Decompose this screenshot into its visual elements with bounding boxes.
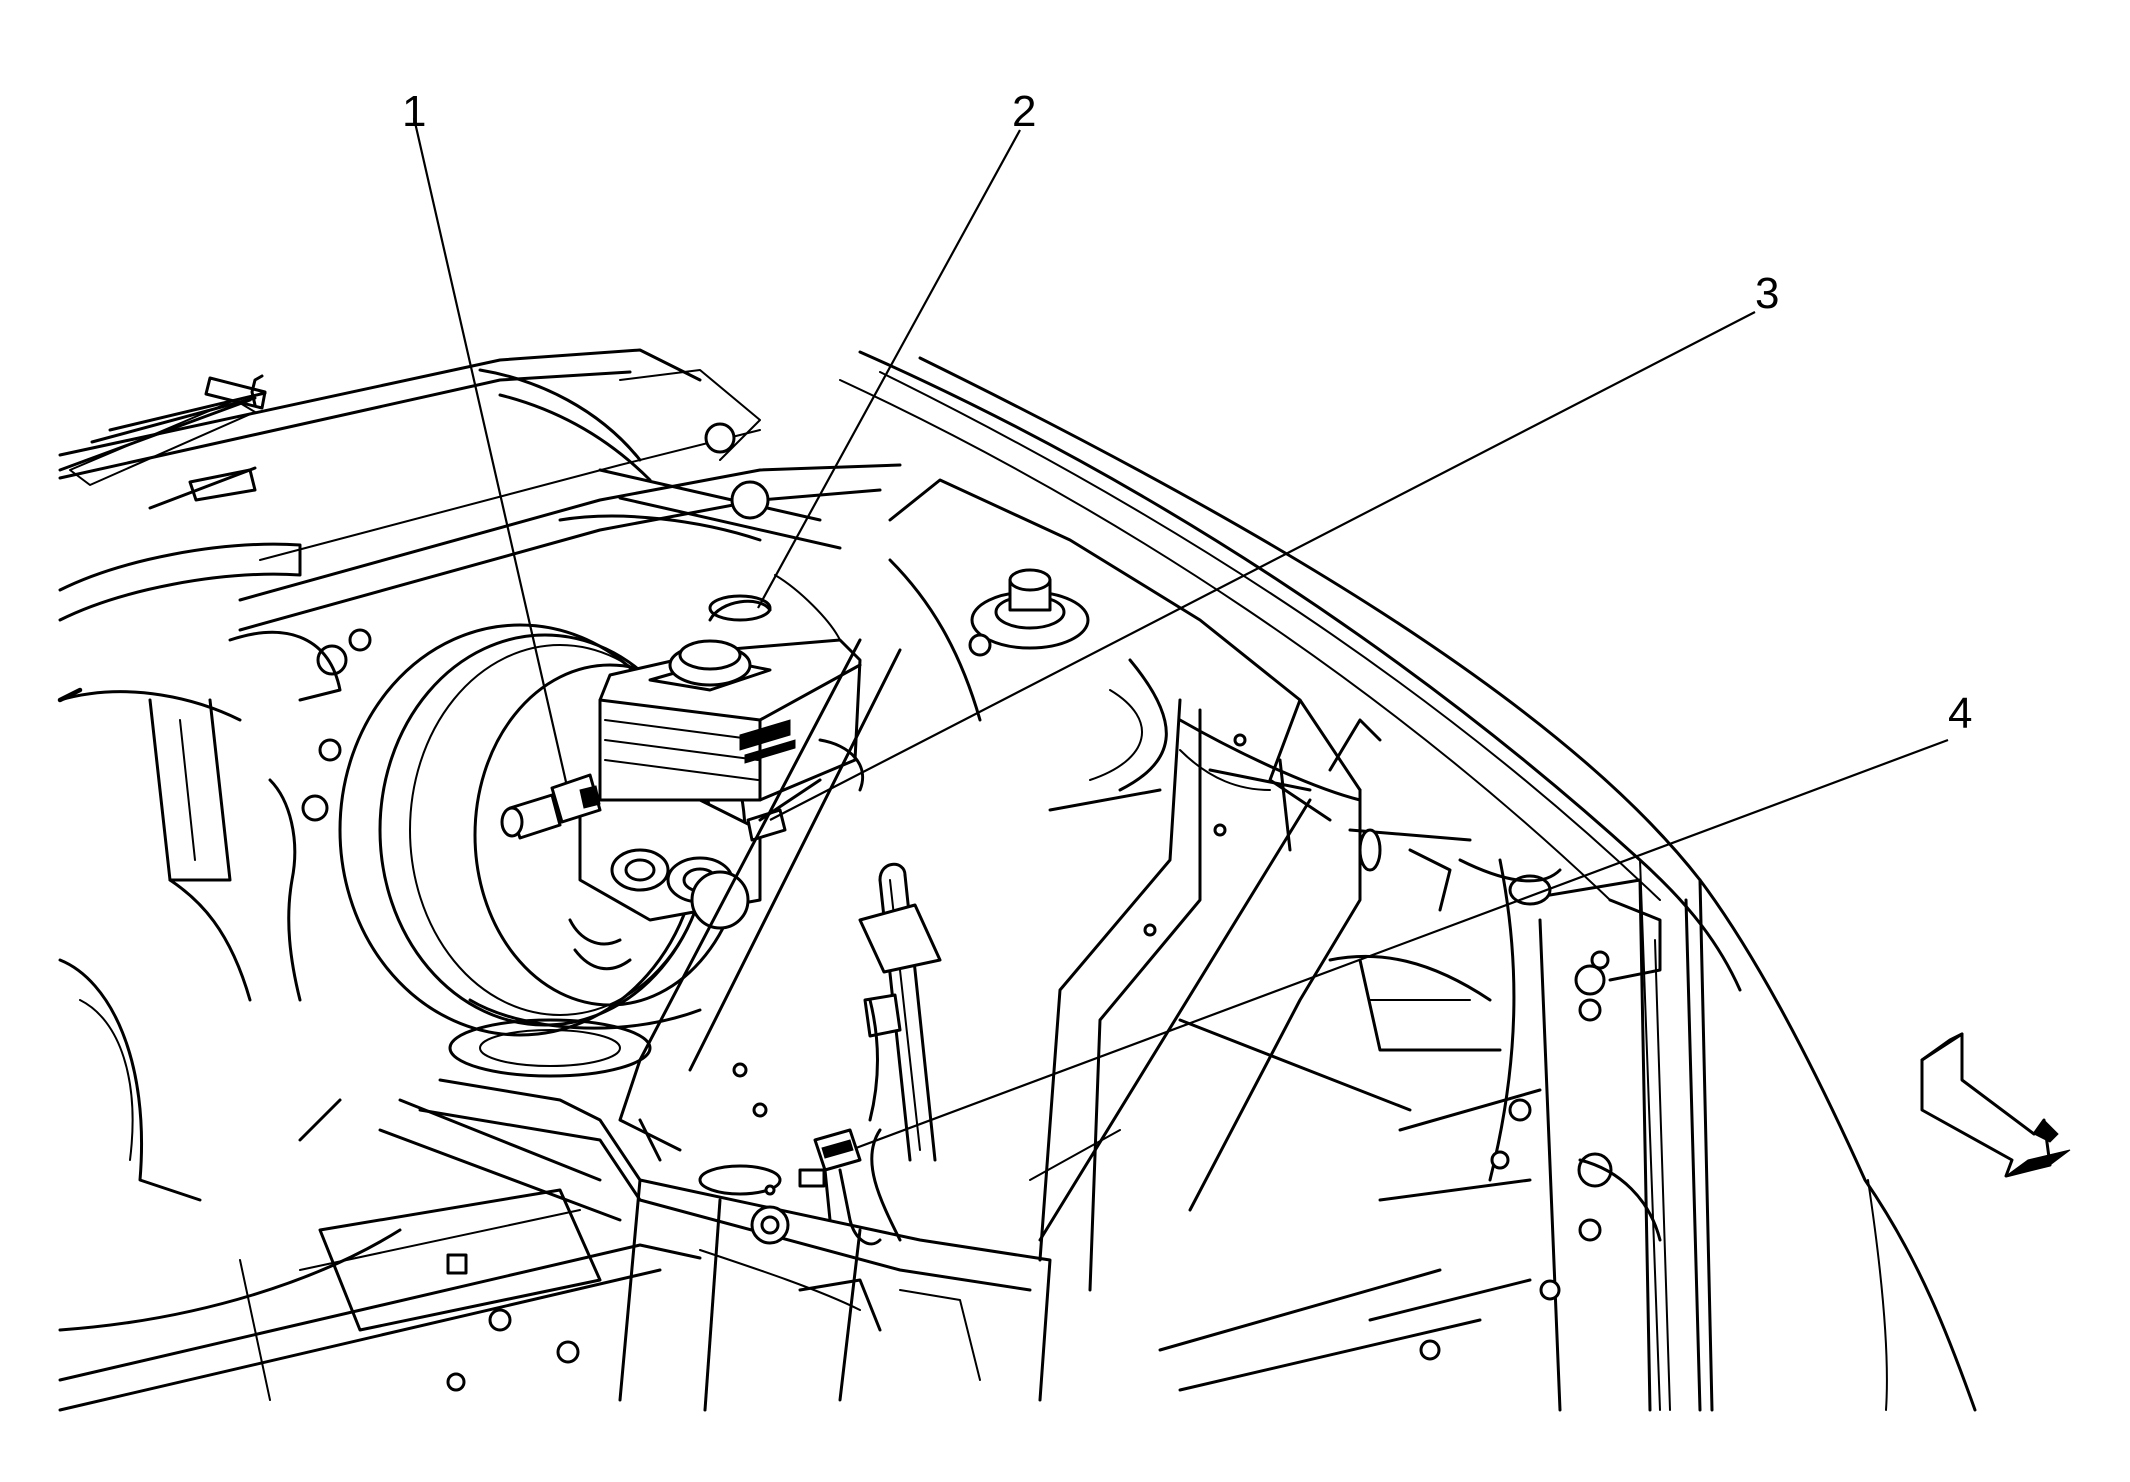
leader-line-2 [757,129,1021,609]
inner-fender-apron [618,638,1516,1292]
callout-2: 2 [1012,87,1036,136]
brake-booster [338,623,747,1078]
wiring-harness [858,862,942,1242]
shock-tower [888,478,1362,822]
callout-leaders [412,117,1949,1150]
callout-3: 3 [1755,269,1779,318]
right-front-structure [1158,848,1671,1412]
callout-labels: 1 2 3 4 [402,87,1972,738]
callout-1: 1 [402,87,426,136]
master-cylinder-body [568,778,822,971]
leader-line-3 [769,311,1756,821]
cowl-rails [57,348,902,1202]
callout-4: 4 [1948,689,1972,738]
master-cylinder-reservoir [598,574,865,802]
fluid-level-sensor [500,773,602,840]
harness-connector [813,1128,882,1246]
leader-line-4 [855,738,1949,1150]
direction-arrow-icon [1920,1032,2071,1178]
fender-outline [839,350,1977,1412]
strut-brace [58,374,267,510]
left-lower-frame [58,1098,702,1412]
leader-line-1 [412,117,568,783]
lower-frame-rail [418,1062,1052,1412]
